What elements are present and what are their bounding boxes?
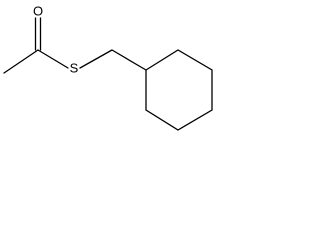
bond-methylene-ring: [111, 49, 147, 71]
bond-carbonyl-sulfur: [37, 49, 69, 69]
sulfur-atom-label: S: [70, 61, 79, 76]
bond-sulfur-methylene: [79, 49, 113, 69]
bond-methyl-carbonyl: [3, 49, 39, 74]
oxygen-atom-label: O: [33, 4, 43, 19]
cyclohexane-ring: [145, 49, 213, 131]
structure-diagram: O S: [3, 4, 213, 131]
